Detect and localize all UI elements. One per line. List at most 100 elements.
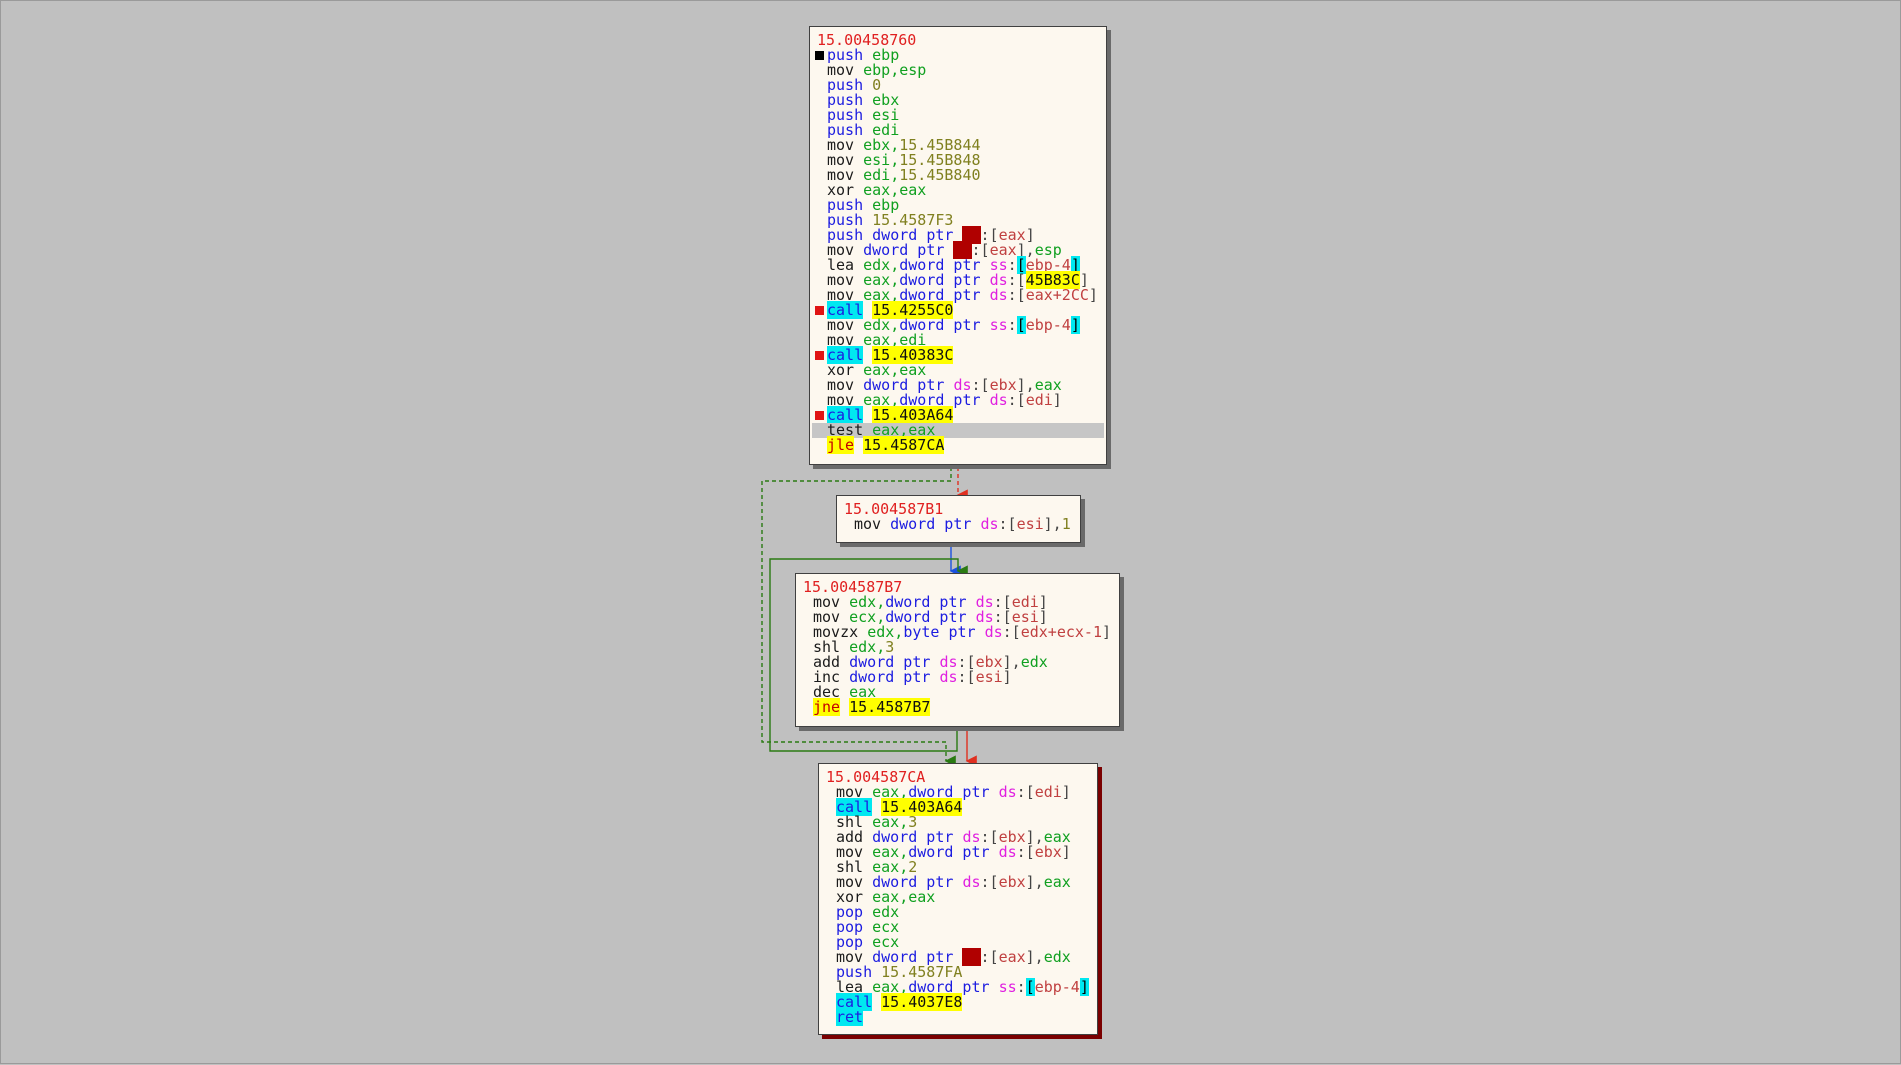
operand: edi [1011, 593, 1039, 611]
instruction-line[interactable]: call 15.403A64 [810, 406, 1106, 424]
instruction-line[interactable]: push 15.4587F3 [810, 213, 1106, 228]
operand: [ [1016, 316, 1026, 334]
instruction-line[interactable]: ret [819, 1008, 1097, 1026]
instruction-line[interactable]: push esi [810, 108, 1106, 123]
instruction-line[interactable]: dec eax [796, 685, 1119, 700]
instruction-line[interactable]: mov eax,dword ptr ds:[edi] [810, 393, 1106, 408]
block-address[interactable]: 15.00458760 [817, 31, 917, 49]
instruction-line[interactable]: xor eax,eax [810, 183, 1106, 198]
instruction-line[interactable]: mov dword ptr ds:[esi],1 [837, 517, 1080, 532]
block-address[interactable]: 15.004587B1 [844, 500, 944, 518]
operand: 15.4255C0 [872, 301, 954, 319]
operand: : [1007, 256, 1017, 274]
mnemonic: jle [827, 436, 855, 454]
operand: 15.4587F3 [872, 211, 954, 229]
instruction-line[interactable]: mov eax,dword ptr ds:[edi] [819, 785, 1097, 800]
operand: ] [1052, 391, 1062, 409]
instruction-line[interactable]: jle 15.4587CA [810, 436, 1106, 454]
mnemonic: add [813, 653, 841, 671]
instruction-line[interactable]: mov eax,dword ptr ds:[eax+2CC] [810, 288, 1106, 303]
operand: dword ptr [863, 241, 954, 259]
breakpoint-icon[interactable] [815, 306, 824, 315]
entry-marker-icon[interactable] [815, 51, 824, 60]
instruction-line[interactable]: call 15.4037E8 [819, 993, 1097, 1011]
instruction-line[interactable]: mov edx,dword ptr ds:[edi] [796, 595, 1119, 610]
instruction-line[interactable]: call 15.40383C [810, 346, 1106, 364]
operand: edx, [863, 256, 900, 274]
instruction-line[interactable]: movzx edx,byte ptr ds:[edx+ecx-1] [796, 625, 1119, 640]
breakpoint-icon[interactable] [815, 411, 824, 420]
instruction-line[interactable]: push ebp [810, 48, 1106, 63]
edge-004587B7-loop [769, 558, 968, 752]
instruction-line[interactable]: pop ecx [819, 935, 1097, 950]
instruction-line[interactable]: push edi [810, 123, 1106, 138]
mnemonic: shl [836, 858, 864, 876]
instruction-line[interactable]: call 15.4255C0 [810, 301, 1106, 319]
operand: ss [989, 316, 1008, 334]
mnemonic: inc [813, 668, 841, 686]
instruction-line[interactable]: mov ebx,15.45B844 [810, 138, 1106, 153]
instruction-line[interactable]: shl eax,3 [819, 815, 1097, 830]
operand: edx [1020, 653, 1048, 671]
instruction-line[interactable]: add dword ptr ds:[ebx],eax [819, 830, 1097, 845]
block-address[interactable]: 15.004587B7 [803, 578, 903, 596]
instruction-line[interactable]: inc dword ptr ds:[esi] [796, 670, 1119, 685]
instruction-line[interactable]: push ebp [810, 198, 1106, 213]
instruction-line[interactable]: mov eax,dword ptr ds:[45B83C] [810, 271, 1106, 289]
instruction-line[interactable]: pop edx [819, 905, 1097, 920]
instruction-line[interactable]: push 15.4587FA [819, 965, 1097, 980]
instruction-line[interactable]: mov dword ptr fs:[eax],edx [819, 948, 1097, 966]
instruction-line[interactable]: mov ebp,esp [810, 63, 1106, 78]
instruction-line[interactable]: push 0 [810, 78, 1106, 93]
instruction-line[interactable]: mov dword ptr ds:[ebx],eax [810, 378, 1106, 393]
operand: ] [1079, 271, 1089, 289]
instruction-line[interactable]: shl eax,2 [819, 860, 1097, 875]
operand: eax,eax [863, 181, 927, 199]
breakpoint-icon[interactable] [815, 351, 824, 360]
instruction-line[interactable]: jne 15.4587B7 [796, 698, 1119, 716]
operand: :[ [1007, 286, 1026, 304]
operand: :[ [980, 873, 999, 891]
operand: eax, [872, 813, 909, 831]
instruction-line[interactable]: mov edx,dword ptr ss:[ebp-4] [810, 316, 1106, 334]
operand: :[ [980, 226, 999, 244]
operand: 45B83C [1025, 271, 1080, 289]
operand: dword ptr [908, 783, 999, 801]
instruction-line[interactable]: mov eax,edi [810, 333, 1106, 348]
operand: 3 [908, 813, 918, 831]
operand: ebp-4 [1025, 256, 1071, 274]
operand: ds [989, 271, 1008, 289]
instruction-line[interactable]: lea eax,dword ptr ss:[ebp-4] [819, 978, 1097, 996]
operand: ] [1070, 256, 1080, 274]
mnemonic: mov [813, 608, 841, 626]
operand: ] [1088, 286, 1098, 304]
instruction-line[interactable]: mov esi,15.45B848 [810, 153, 1106, 168]
operand: eax,eax [872, 421, 936, 439]
instruction-line-selected[interactable]: test eax,eax [812, 423, 1104, 438]
instruction-line[interactable]: mov dword ptr fs:[eax],esp [810, 241, 1106, 259]
instruction-line[interactable]: push ebx [810, 93, 1106, 108]
instruction-line[interactable]: pop ecx [819, 920, 1097, 935]
operand: eax, [872, 858, 909, 876]
instruction-line[interactable]: mov eax,dword ptr ds:[ebx] [819, 845, 1097, 860]
instruction-line[interactable]: mov ecx,dword ptr ds:[esi] [796, 610, 1119, 625]
instruction-line[interactable]: push dword ptr fs:[eax] [810, 226, 1106, 244]
operand: fs [962, 948, 981, 966]
mnemonic: mov [827, 136, 855, 154]
instruction-line[interactable]: add dword ptr ds:[ebx],edx [796, 655, 1119, 670]
instruction-line[interactable]: lea edx,dword ptr ss:[ebp-4] [810, 256, 1106, 274]
instruction-line[interactable]: xor eax,eax [819, 890, 1097, 905]
operand: dword ptr [899, 256, 990, 274]
instruction-line[interactable]: xor eax,eax [810, 363, 1106, 378]
instruction-line[interactable]: shl edx,3 [796, 640, 1119, 655]
instruction-line[interactable]: mov dword ptr ds:[ebx],eax [819, 875, 1097, 890]
instruction-line[interactable]: call 15.403A64 [819, 798, 1097, 816]
block-address[interactable]: 15.004587CA [826, 768, 926, 786]
instruction-line[interactable]: mov edi,15.45B840 [810, 168, 1106, 183]
mnemonic: xor [836, 888, 864, 906]
